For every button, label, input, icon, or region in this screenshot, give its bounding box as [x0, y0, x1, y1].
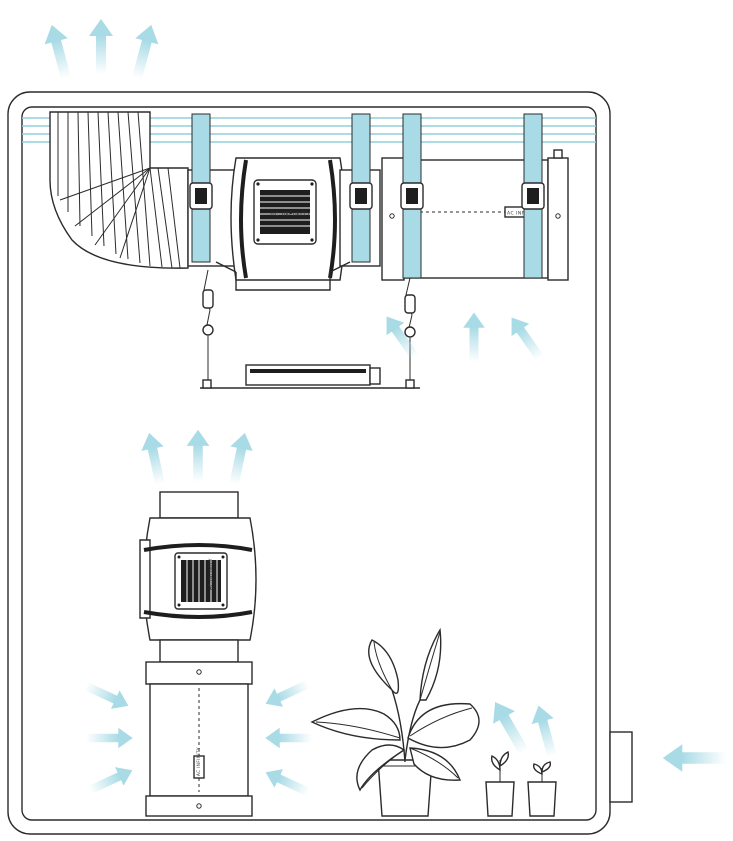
airflow-arrow-icon	[81, 676, 133, 716]
airflow-arrow-icon	[186, 429, 210, 482]
airflow-arrow-icon	[261, 674, 313, 714]
flexible-duct	[49, 111, 189, 269]
rope-ratchet-icon	[404, 277, 416, 380]
tent-frame	[7, 91, 611, 835]
plant-icon	[310, 627, 480, 817]
grow-light-icon	[200, 364, 420, 389]
airflow-arrow-icon	[125, 21, 163, 82]
airflow-arrow-icon	[463, 312, 485, 362]
airflow-arrow-icon	[86, 727, 133, 749]
airflow-arrow-icon	[502, 311, 549, 365]
inline-fan-icon	[174, 552, 228, 610]
brand-label: AC INFINITY	[270, 211, 311, 218]
airflow-arrow-icon	[261, 762, 313, 802]
seedling-icon	[485, 750, 515, 817]
exhaust-airflow-arrows	[40, 19, 163, 82]
top-inline-fan: AC INFINITY	[187, 157, 381, 291]
airflow-arrow-icon	[85, 760, 137, 800]
rope-ratchet-icon	[202, 269, 214, 380]
airflow-arrow-icon	[222, 430, 257, 487]
airflow-arrow-icon	[137, 430, 172, 487]
airflow-arrow-icon	[527, 702, 564, 759]
bottom-carbon-filter: AC INFINITY	[145, 661, 253, 817]
airflow-arrow-icon	[40, 21, 78, 82]
bottom-inline-fan: AC INFINITY	[139, 491, 257, 663]
grow-light-assembly	[200, 269, 420, 389]
brand-label: AC INFINITY	[196, 747, 201, 776]
airflow-arrow-icon	[89, 19, 113, 74]
plant-airflow-arrows	[484, 695, 564, 759]
inline-fan-icon	[253, 179, 317, 245]
filter-intake-arrows	[377, 310, 549, 365]
airflow-arrow-icon	[662, 744, 726, 772]
fan-exhaust-arrows	[137, 429, 257, 487]
intake-vent-icon	[609, 731, 633, 803]
airflow-arrow-icon	[265, 727, 312, 749]
seedling-icon	[527, 761, 557, 817]
airflow-arrow-icon	[377, 310, 424, 364]
brand-label: AC INFINITY	[507, 211, 539, 217]
airflow-arrow-icon	[484, 695, 535, 759]
hanging-straps	[189, 113, 545, 279]
brand-label: AC INFINITY	[208, 558, 214, 590]
